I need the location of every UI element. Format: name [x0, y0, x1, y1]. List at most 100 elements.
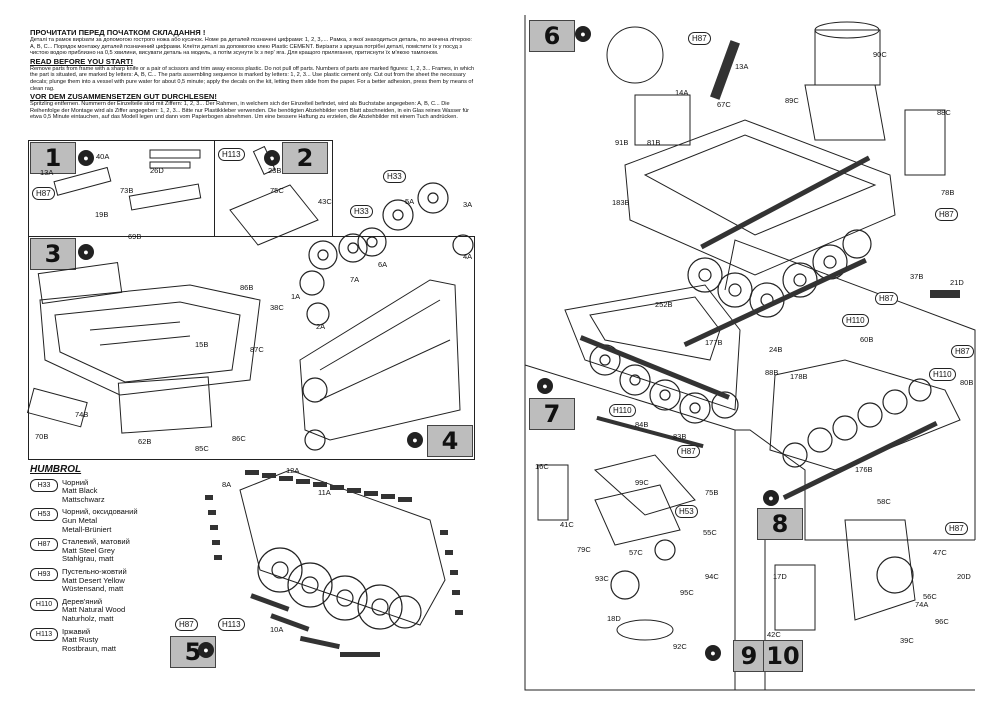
part-label: 183B: [612, 198, 630, 207]
paint-name-de: Rostbraun, matt: [62, 643, 117, 653]
part-label: 83B: [673, 432, 687, 441]
paint-callout-h87: H87: [945, 522, 968, 535]
step-number-8: 8: [757, 508, 803, 540]
cement-icon: ●: [763, 490, 779, 506]
en-title: READ BEFORE YOU START!: [30, 56, 134, 66]
part-label: 37B: [910, 272, 924, 281]
part-label: 43C: [318, 197, 332, 206]
part-label: 70B: [35, 432, 49, 441]
paint-name-ua: Пустельно-жовтий: [62, 566, 127, 576]
paint-name-de: Wüstensand, matt: [62, 584, 124, 594]
ua-text: Деталі та рамок вирізати за допомогою го…: [30, 37, 472, 57]
paint-name-en: Matt Rusty: [62, 635, 99, 645]
paint-name-ua: Дерев'яний: [62, 596, 103, 606]
right-page-line-art: [524, 15, 976, 691]
part-label: 57C: [629, 548, 643, 557]
cement-icon: ●: [198, 642, 214, 658]
part-label: 41C: [560, 520, 574, 529]
paint-callout-h87: H87: [935, 208, 958, 221]
part-label: 87C: [250, 345, 264, 354]
part-label: 39C: [900, 636, 914, 645]
part-label: 24B: [769, 345, 783, 354]
left-page-line-art: [26, 145, 474, 657]
de-title: VOR DEM ZUSAMMENSETZEN GUT DURCHLESEN!: [30, 92, 217, 102]
step-number-2: 2: [282, 142, 328, 174]
part-label: 13A: [40, 168, 54, 177]
part-label: 56C: [923, 592, 937, 601]
part-label: 92C: [673, 642, 687, 651]
humbrol-logo: HUMBROL: [30, 464, 82, 475]
paint-name-de: Metall-Brüniert: [62, 524, 112, 534]
part-label: 62B: [138, 437, 152, 446]
cement-icon: ●: [78, 244, 94, 260]
paint-name-ua: Іржавий: [62, 626, 91, 636]
de-text: Spritzling entfernen. Nummern der Einzel…: [30, 101, 470, 121]
part-label: 75B: [705, 488, 719, 497]
part-label: 26D: [150, 166, 164, 175]
paint-code: H110: [30, 597, 58, 611]
paint-callout-h110: H110: [609, 404, 636, 417]
paint-name-en: Matt Natural Wood: [62, 605, 126, 615]
part-label: 60B: [860, 335, 874, 344]
paint-name-de: Stahlgrau, matt: [62, 554, 114, 564]
part-label: 86B: [240, 283, 254, 292]
part-label: 58C: [877, 497, 891, 506]
part-label: 38C: [270, 303, 284, 312]
paint-callout-h33: H33: [350, 205, 373, 218]
part-label: 80B: [960, 378, 974, 387]
part-label: 67C: [717, 100, 731, 109]
part-label: 13A: [735, 62, 749, 71]
paint-callout-h87: H87: [677, 445, 700, 458]
part-label: 81B: [647, 138, 661, 147]
paint-code: H33: [30, 478, 58, 492]
part-label: 90C: [873, 50, 887, 59]
part-label: 94C: [705, 572, 719, 581]
part-label: 99C: [635, 478, 649, 487]
part-label: 96C: [935, 617, 949, 626]
part-label: 55C: [703, 528, 717, 537]
part-label: 10A: [270, 625, 284, 634]
paint-name-de: Naturholz, matt: [62, 613, 114, 623]
cement-icon: ●: [407, 432, 423, 448]
part-label: 7A: [350, 275, 360, 284]
part-label: 176B: [855, 465, 873, 474]
step-number-9: 9: [733, 640, 765, 672]
paint-name-ua: Чорний: [62, 477, 89, 487]
part-label: 1A: [291, 292, 301, 301]
paint-name-en: Matt Desert Yellow: [62, 575, 125, 585]
paint-callout-h53: H53: [675, 505, 698, 518]
cement-icon: ●: [537, 378, 553, 394]
part-label: 95C: [680, 588, 694, 597]
paint-callout-h87: H87: [951, 345, 974, 358]
paint-name-en: Matt Steel Grey: [62, 545, 115, 555]
instructions-block: ПРОЧИТАТИ ПЕРЕД ПОЧАТКОМ СКЛАДАННЯ ! Дет…: [30, 28, 475, 121]
part-label: 8A: [222, 480, 232, 489]
cement-icon: ●: [575, 26, 591, 42]
ua-title: ПРОЧИТАТИ ПЕРЕД ПОЧАТКОМ СКЛАДАННЯ !: [30, 28, 206, 37]
part-label: 74A: [915, 600, 929, 609]
part-label: 11A: [318, 488, 331, 497]
part-label: 74B: [75, 410, 89, 419]
part-label: 4A: [463, 252, 473, 261]
step-number-10: 10: [763, 640, 803, 672]
step-number-6: 6: [529, 20, 575, 52]
step-number-3: 3: [30, 238, 76, 270]
paint-callout-h110: H110: [929, 368, 956, 381]
part-label: 84B: [635, 420, 649, 429]
part-label: 23B: [268, 166, 282, 175]
part-label: 93C: [595, 574, 609, 583]
part-label: 75C: [270, 186, 284, 195]
part-label: 6A: [378, 260, 388, 269]
paint-name-ua: Чорний, оксидований: [62, 507, 138, 517]
part-label: 17D: [773, 572, 787, 581]
paint-code: H87: [30, 538, 58, 552]
paint-callout-h87: H87: [875, 292, 898, 305]
part-label: 19B: [95, 210, 109, 219]
part-label: 16C: [535, 462, 549, 471]
paint-name-en: Gun Metal: [62, 515, 98, 525]
